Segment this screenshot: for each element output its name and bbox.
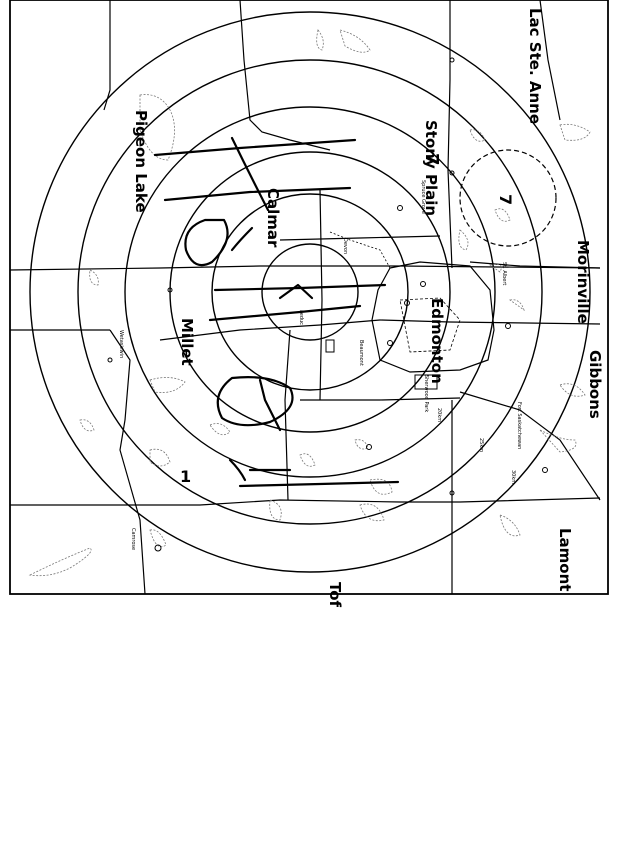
hand-line-5	[208, 304, 362, 322]
road-north-bend	[103, 0, 111, 111]
hand-line-8	[228, 458, 247, 482]
road-west-horizontal	[9, 265, 601, 271]
handwritten-characters: 7 7 1	[180, 153, 515, 486]
road-leduc	[300, 397, 461, 401]
road-east-sw	[539, 0, 561, 121]
edmonton-outline	[325, 231, 495, 390]
road-curve-north	[239, 0, 331, 151]
dashed-circle	[459, 149, 557, 247]
label-wetaskiwin: Wetaskiwin	[118, 330, 124, 358]
hand-v	[278, 283, 314, 300]
hand-char-3: 1	[180, 467, 191, 486]
label-morinville: Morinville	[574, 240, 592, 324]
ring-label-30: 30km	[510, 470, 516, 484]
label-fort-saskatchewan: Fort Saskatchewan	[516, 402, 522, 449]
ring-1	[261, 243, 359, 341]
label-sherwood-park: Sherwood Park	[423, 375, 429, 412]
map-border	[9, 0, 609, 595]
road-vertical-north	[447, 0, 453, 269]
ring-4	[124, 106, 496, 478]
road-misc-1	[279, 235, 441, 241]
road-diagonal-south	[459, 391, 601, 501]
label-lac-ste-anne: Lac Ste. Anne	[526, 8, 544, 124]
distance-rings	[29, 11, 591, 573]
label-tofield: Tof	[326, 582, 344, 608]
label-camrose: Camrose	[130, 528, 136, 550]
hand-curve-west	[258, 378, 282, 432]
ring-6	[29, 11, 591, 573]
label-gibbons: Gibbons	[586, 350, 604, 419]
ring-labels: 20km 25km 30km	[436, 408, 516, 484]
hand-line-1	[153, 138, 357, 157]
small-labels: Spruce Grove St. Albert Sherwood Park Fo…	[118, 180, 522, 550]
hand-oval-1	[184, 218, 229, 267]
hand-line-3	[230, 136, 270, 212]
road-center-horizontal	[159, 319, 601, 341]
ring-5	[77, 59, 543, 525]
road-highway-2	[10, 497, 601, 506]
ring-2	[211, 193, 409, 391]
road-west-curve	[109, 329, 146, 595]
hand-char-1: 7	[421, 153, 442, 166]
hand-oval-2	[230, 226, 254, 252]
hand-oval-3	[216, 376, 294, 427]
label-lamont: Lamont	[556, 528, 574, 591]
place-labels: Lac Ste. Anne Pigeon Lake Stony Plain Ca…	[132, 8, 604, 608]
road-morinville	[469, 261, 601, 269]
hand-char-2: 7	[496, 194, 515, 205]
label-pigeon-lake: Pigeon Lake	[132, 110, 150, 213]
label-spruce-grove: Spruce Grove	[420, 180, 426, 214]
road-south-vertical	[284, 329, 291, 501]
label-stony-plain: Stony Plain	[422, 120, 440, 216]
label-calmar: Calmar	[264, 188, 282, 248]
label-st-albert: St. Albert	[501, 262, 507, 285]
label-devon: Devon	[342, 238, 348, 254]
label-beaumont: Beaumont	[358, 340, 364, 366]
water-bodies	[28, 29, 591, 577]
ring-label-25: 25km	[478, 438, 484, 452]
label-leduc: Leduc	[298, 310, 304, 325]
label-edmonton: Edmonton	[428, 298, 446, 384]
handwritten-marks	[153, 136, 400, 488]
hand-line-6	[238, 480, 400, 488]
roads	[9, 0, 601, 595]
hand-line-2	[163, 186, 352, 202]
ring-label-20: 20km	[436, 408, 442, 422]
town-markers	[107, 57, 548, 552]
road-center-vertical	[319, 189, 323, 401]
label-millet: Millet	[178, 318, 196, 366]
